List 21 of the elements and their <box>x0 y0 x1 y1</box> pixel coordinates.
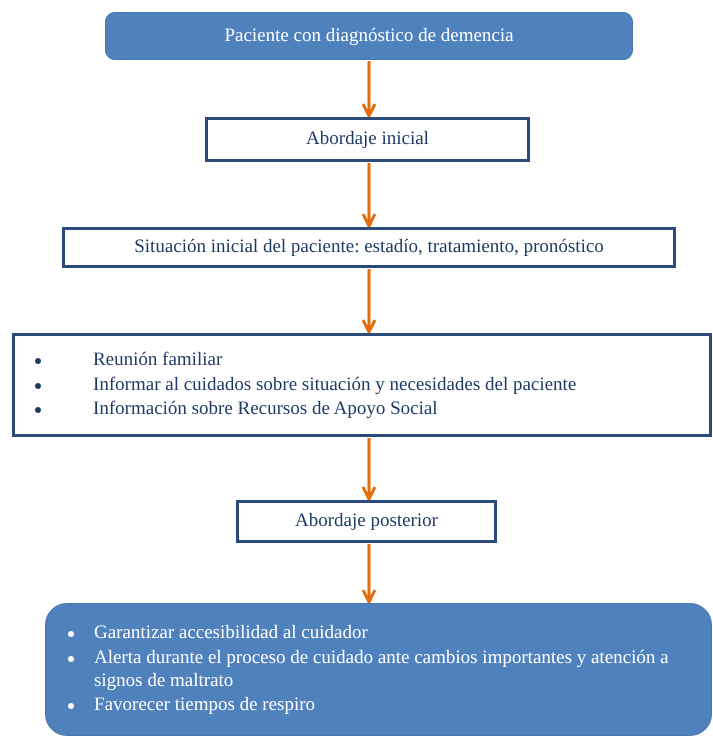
node-label: Situación inicial del paciente: estadío, tratamiento, pronóstico <box>134 236 604 259</box>
start-box <box>45 603 712 736</box>
process-box <box>205 117 530 162</box>
arrow <box>362 438 376 500</box>
bullet-item: Informar al cuidados sobre situación y necesidades del paciente <box>93 374 576 395</box>
arrow <box>362 61 376 118</box>
bullet-item: Alerta durante el proceso de cuidado ante cambios importantes y atención a signos de maltrato <box>94 646 669 690</box>
bullet-item: Reunión familiar <box>93 348 222 370</box>
node-label: Abordaje inicial <box>306 128 429 151</box>
bullet-item: Información sobre Recursos de Apoyo Social <box>93 398 438 420</box>
node-label: Abordaje posterior <box>295 510 438 533</box>
node-label: Paciente con diagnóstico de demencia <box>224 24 514 48</box>
bullet-item: Garantizar accesibilidad al cuidador <box>94 622 368 643</box>
process-box <box>62 227 676 268</box>
arrow <box>362 163 376 228</box>
process-box <box>236 500 497 543</box>
start-box <box>105 12 633 60</box>
arrow <box>362 269 376 334</box>
bullet-item: Favorecer tiempos de respiro <box>94 694 316 716</box>
arrow <box>362 544 376 604</box>
list-box <box>12 333 712 437</box>
